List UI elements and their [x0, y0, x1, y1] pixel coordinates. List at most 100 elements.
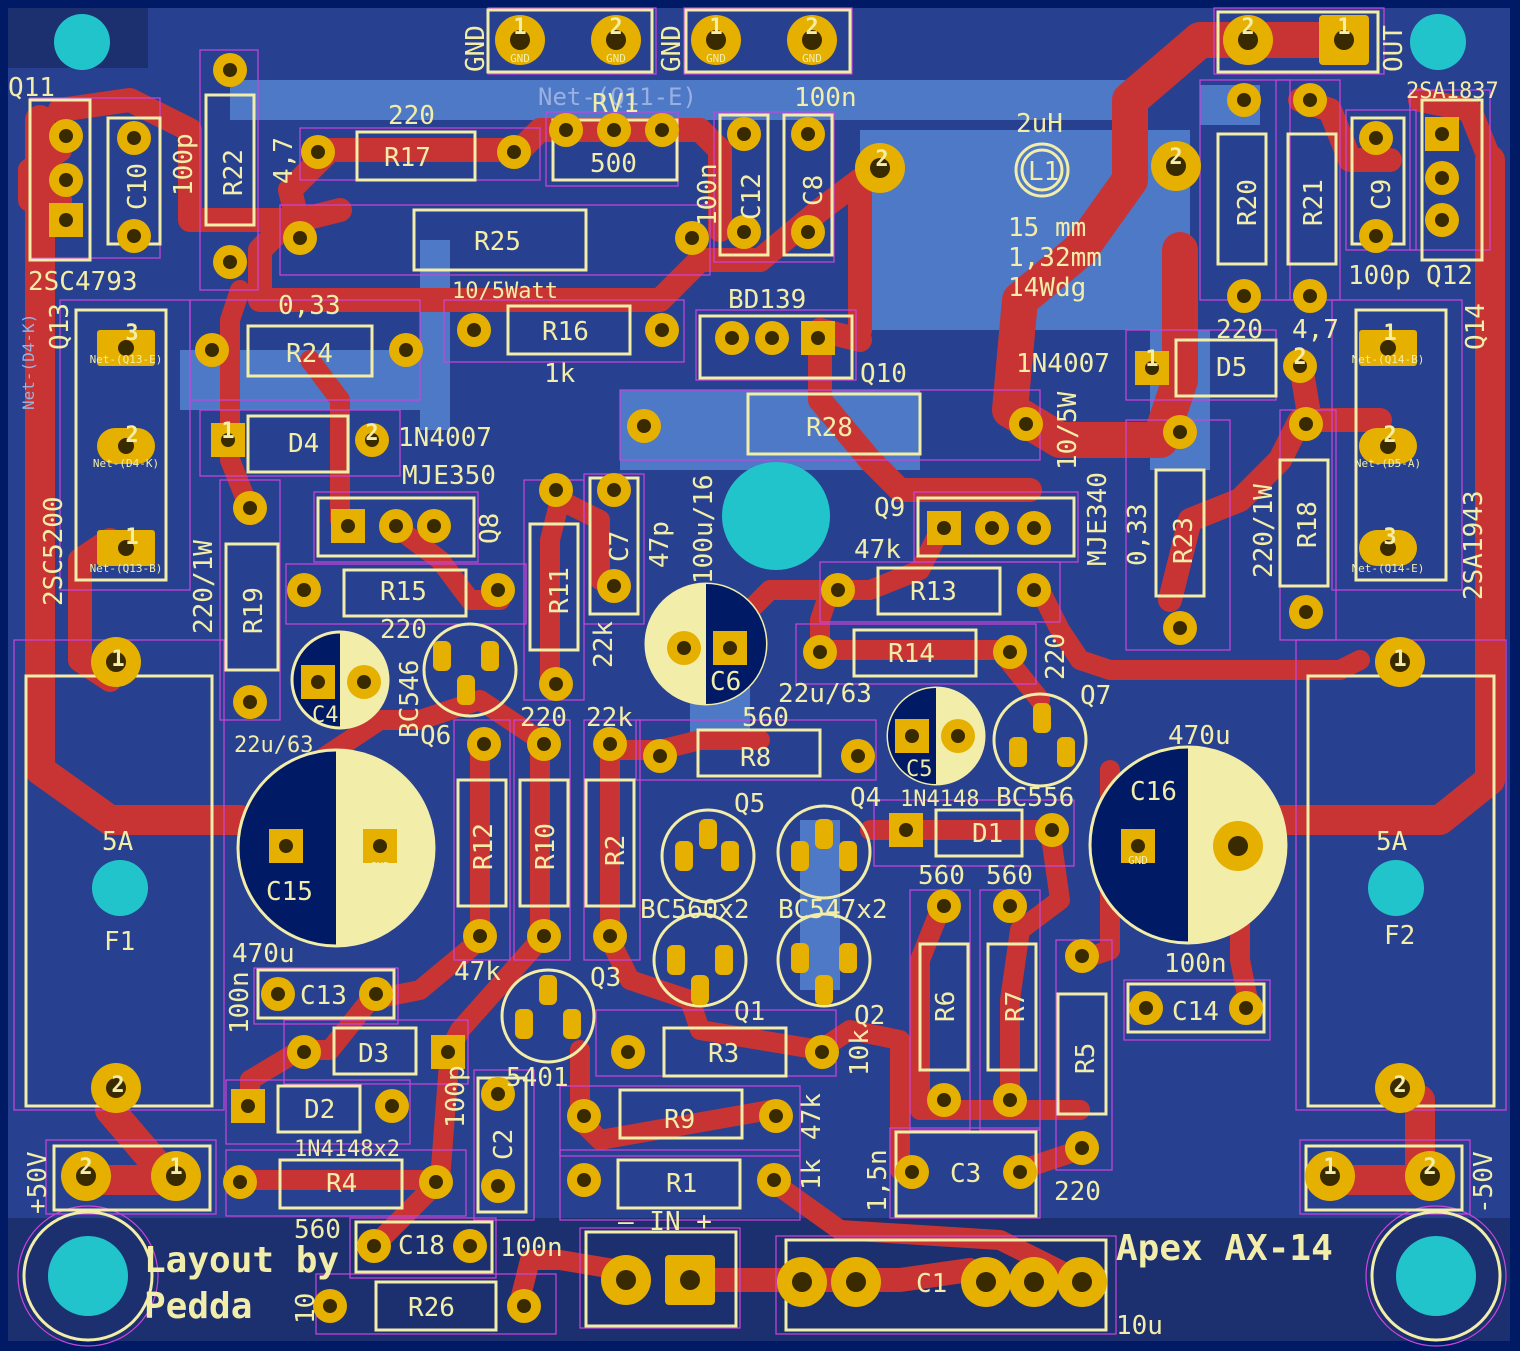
- val-r7: 560: [986, 861, 1033, 891]
- ref-r21: R21: [1299, 179, 1329, 226]
- val-r9: 47k: [797, 1093, 827, 1140]
- ref-q3: Q3: [590, 963, 621, 993]
- cap-c4-body: [290, 630, 390, 730]
- val-c8: 100n: [693, 163, 723, 226]
- pad-num: 2: [125, 423, 138, 448]
- ref-c4: C4: [312, 703, 339, 728]
- val-c6: 100u/16: [689, 474, 719, 584]
- pad-num: 2: [111, 1073, 124, 1098]
- net-label-q14e: Net-(Q14-E): [1352, 562, 1425, 575]
- ref-r1: R1: [666, 1169, 697, 1199]
- board-title: Apex AX-14: [1116, 1228, 1333, 1269]
- pad-num: 1: [1323, 1155, 1336, 1180]
- val-r18: 220/1W: [1249, 484, 1279, 578]
- part-q8: MJE350: [402, 461, 496, 491]
- pad-num: 1: [169, 1155, 182, 1180]
- minus50-label: -50V: [1469, 1151, 1499, 1214]
- net-label-gnd: GND: [606, 52, 626, 65]
- net-label-gnd: GND: [370, 860, 390, 873]
- pad-num: 1: [1337, 15, 1350, 40]
- part-q34-pair: BC547x2: [778, 895, 888, 925]
- ref-r17: R17: [384, 143, 431, 173]
- ref-r24: R24: [286, 339, 333, 369]
- ref-f2: F2: [1384, 921, 1415, 951]
- part-d5: 1N4007: [1016, 349, 1110, 379]
- val-r5: 220: [1054, 1177, 1101, 1207]
- ref-c10: C10: [123, 163, 153, 210]
- val-r11: 22k: [589, 621, 619, 668]
- pad-num: 1: [125, 525, 138, 550]
- val-r17: 220: [388, 101, 435, 131]
- ref-q2: Q2: [854, 1001, 885, 1031]
- ref-q14: Q14: [1461, 303, 1491, 350]
- pad-num: 2: [1383, 423, 1396, 448]
- pad-num: 2: [1293, 345, 1306, 370]
- val-c13: 100n: [225, 971, 255, 1034]
- ref-c18: C18: [398, 1231, 445, 1261]
- cap-c6-body: [644, 582, 768, 706]
- ref-l1: L1: [1028, 157, 1059, 187]
- in-label: — IN +: [618, 1207, 712, 1237]
- net-labels: Net-(Q13-E) Net-(D4-K) Net-(Q13-B) Net-(…: [90, 52, 1425, 873]
- val-r14: 220: [1041, 633, 1071, 680]
- ref-d1: D1: [972, 819, 1003, 849]
- val-c9: 100p: [1348, 261, 1411, 291]
- ref-r9: R9: [664, 1105, 695, 1135]
- val-r26: 10: [291, 1293, 321, 1324]
- ref-d2: D2: [304, 1095, 335, 1125]
- ref-c9: C9: [1367, 179, 1397, 210]
- val-c15: 470u: [232, 939, 295, 969]
- val-r13: 47k: [854, 535, 901, 565]
- ref-r13: R13: [910, 577, 957, 607]
- val-r16: 1k: [544, 359, 576, 389]
- part-q11: 2SC4793: [28, 267, 138, 297]
- ref-r18: R18: [1293, 501, 1323, 548]
- silkscreen-text: Q11 C10 100p R22 4,7 2SC4793 GND GND RV1…: [8, 25, 1499, 1341]
- val-r28: 10/5W: [1053, 391, 1083, 470]
- l1-dim2: 1,32mm: [1008, 243, 1102, 273]
- part-q14: 2SA1943: [1459, 490, 1489, 600]
- ref-r10: R10: [531, 823, 561, 870]
- pad-numbers: 1 2 1 2 2 1 3 2 1 1 2 3 1 1 2 2 2 1 1 2 …: [79, 15, 1436, 1180]
- val-r20: 220: [1216, 315, 1263, 345]
- pad-num: 3: [125, 321, 138, 346]
- cap-c15-body: [236, 748, 436, 948]
- net-label-d4k: Net-(D4-K): [93, 457, 159, 470]
- val-r23: 0,33: [1123, 503, 1153, 566]
- l1-dim3: 14Wdg: [1008, 273, 1086, 303]
- pad-num: 1: [709, 15, 722, 40]
- val-rv1: 500: [590, 149, 637, 179]
- board-credit-1: Layout by: [144, 1240, 339, 1281]
- val-r15: 220: [380, 615, 427, 645]
- ref-r14: R14: [888, 639, 935, 669]
- gnd-label-left: GND: [461, 25, 491, 72]
- l1-dim1: 15 mm: [1008, 213, 1086, 243]
- val-r2: 22k: [586, 703, 633, 733]
- val-r10: 220: [520, 703, 567, 733]
- net-label-d4k-vertical: Net-(D4-K): [19, 314, 38, 410]
- val-r6: 560: [918, 861, 965, 891]
- val-r8: 560: [742, 703, 789, 733]
- ref-q7: Q7: [1080, 681, 1111, 711]
- board-credit-2: Pedda: [144, 1286, 252, 1327]
- silkscreen-outlines: [22, 8, 1502, 1342]
- ref-c6: C6: [710, 667, 741, 697]
- ref-r16: R16: [542, 317, 589, 347]
- part-q12-pair: BC560x2: [640, 895, 750, 925]
- ref-r25: R25: [474, 227, 521, 257]
- ref-r12: R12: [469, 823, 499, 870]
- ref-r3: R3: [708, 1039, 739, 1069]
- ref-r22: R22: [219, 149, 249, 196]
- part-q6: BC546: [395, 660, 425, 738]
- ref-q8: Q8: [475, 513, 505, 544]
- val-r12: 47k: [454, 957, 501, 987]
- net-label-gnd: GND: [510, 52, 530, 65]
- ref-rv1: RV1: [592, 89, 639, 119]
- pad-num: 3: [1383, 525, 1396, 550]
- val-r19: 220/1W: [189, 540, 219, 634]
- ref-c8: C8: [799, 175, 829, 206]
- ref-c13: C13: [300, 981, 347, 1011]
- net-label-gnd: GND: [1128, 854, 1148, 867]
- ref-r26: R26: [408, 1293, 455, 1323]
- val-c3: 1,5n: [863, 1149, 893, 1212]
